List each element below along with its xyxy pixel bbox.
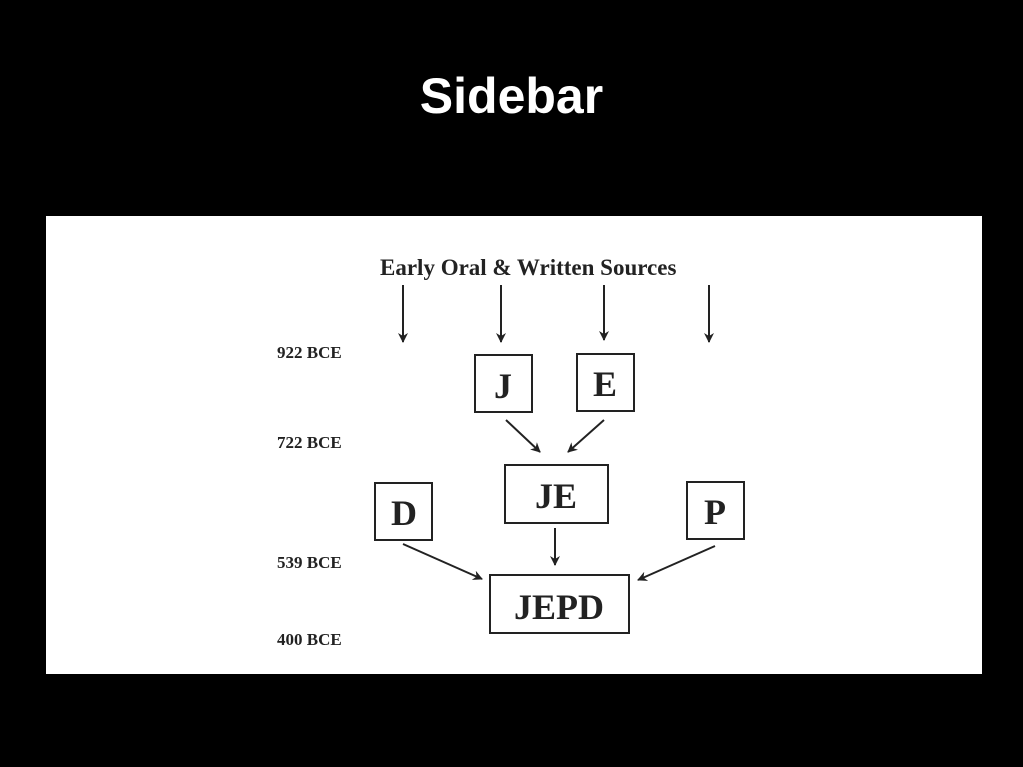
diagram-panel: Early Oral & Written Sources 922 BCE 722… <box>46 216 982 674</box>
arrow-e-to-je <box>567 419 605 453</box>
date-label-539: 539 BCE <box>277 553 342 572</box>
date-label-722: 722 BCE <box>277 433 342 452</box>
slide-title: Sidebar <box>419 68 604 124</box>
date-label-922: 922 BCE <box>277 343 342 362</box>
source-d-label: D <box>391 493 417 533</box>
arrow-p-to-jepd <box>637 545 716 581</box>
source-j-label: J <box>494 366 512 406</box>
arrow-j-to-je <box>505 419 541 453</box>
source-je-label: JE <box>535 476 577 516</box>
date-label-400: 400 BCE <box>277 630 342 649</box>
source-e-box: E <box>576 353 635 412</box>
documentary-hypothesis-diagram: Early Oral & Written Sources 922 BCE 722… <box>277 255 745 649</box>
diagram-heading: Early Oral & Written Sources <box>380 255 676 280</box>
source-p-label: P <box>704 492 726 532</box>
source-e-label: E <box>593 364 617 404</box>
source-je-box: JE <box>504 464 609 524</box>
arrow-d-to-jepd <box>402 543 483 580</box>
source-p-box: P <box>686 481 745 540</box>
source-jepd-box: JEPD <box>489 574 630 634</box>
source-j-box: J <box>474 354 533 413</box>
source-jepd-label: JEPD <box>514 587 604 627</box>
source-d-box: D <box>374 482 433 541</box>
